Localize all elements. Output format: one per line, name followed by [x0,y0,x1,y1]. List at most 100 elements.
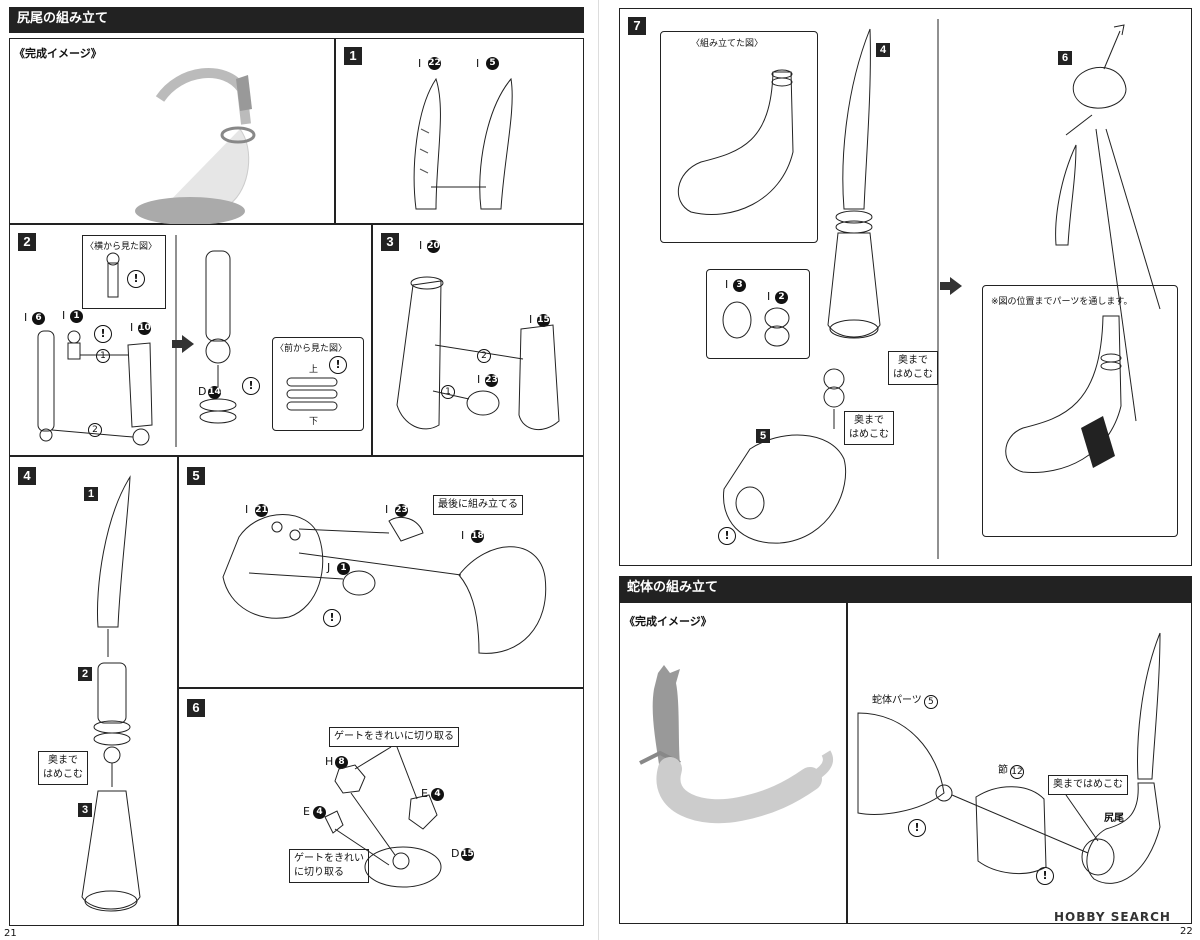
left-page: 尻尾の組み立て 《完成イメージ》 1 I 22 I 5 2 〈横から見た図〉 ! [0,0,596,940]
step4-drawing [81,475,141,912]
step-1-badge: 1 [344,47,362,65]
parts-i3-i2-drawing [722,301,790,347]
caution-icon: ! [908,819,926,837]
page-number-left: 21 [4,928,17,939]
step4-panel: 4 1 2 3 奥まで はめこむ [9,456,178,926]
step-6-ref-badge: 6 [1058,51,1072,65]
step-7-badge: 7 [628,17,646,35]
part-i1-label: I [62,309,66,322]
proceed-arrow [940,277,962,295]
step-2-badge: 2 [18,233,36,251]
push-in-callout: 奥まで はめこむ [38,751,88,785]
caution-icon: ! [1036,867,1054,885]
part-j1-label: J [327,561,331,574]
step5-drawing [222,514,547,654]
part-i18-number: 18 [471,530,484,543]
bottom-label: 下 [309,417,319,427]
caution-icon: ! [94,325,112,343]
part-i2-number: 2 [775,291,788,304]
part-i6-label: I [24,311,28,324]
step-3-badge: 3 [381,233,399,251]
side-view-box: 〈横から見た図〉 ! [82,235,166,309]
step3-parts-drawing [396,276,560,430]
caution-icon: ! [127,270,145,288]
part-i5-label: I [476,57,480,70]
tail-with-ring-drawing [1005,315,1122,473]
step-4-ref-badge: 4 [876,43,890,57]
assembled-view-box: 〈組み立てた図〉 [660,31,818,243]
part-e4-label: E [303,805,310,818]
page-gutter [598,0,599,940]
complete-image-panel: 《完成イメージ》 [9,38,335,225]
side-view-label: 〈横から見た図〉 [85,242,158,252]
part-i20-number: 20 [427,240,440,253]
step-5-badge: 5 [187,467,205,485]
part-i21-label: I [245,503,249,516]
part-i21-number: 21 [255,504,268,517]
front-view-label: 〈前から見た図〉 [275,344,348,354]
step-4-badge: 4 [18,467,36,485]
part-i10-label: I [130,321,134,334]
parts-i3-i2-box: I 3 I 2 [706,269,810,359]
step2-panel: 2 〈横から見た図〉 ! I 6 I 1 ! I 10 1 2 [9,224,372,456]
caution-icon: ! [329,356,347,374]
part-i2-label: I [767,290,771,303]
assembled-tail-drawing [677,69,794,215]
part-d15-label: D [451,847,460,860]
part-e4-label: E [421,787,428,800]
part-j1-number: 1 [337,562,350,575]
pass-position-note: ※図の位置までパーツを通します。 [991,297,1133,307]
caution-icon: ! [718,527,736,545]
top-label: 上 [309,365,319,375]
complete-image-label: 《完成イメージ》 [14,47,102,60]
part-i22-label: I [418,57,422,70]
part-i3-label: I [725,278,729,291]
tail-photo [135,68,256,225]
part-e4-number: 4 [431,788,444,801]
page-number-right: 22 [1180,926,1193,937]
sub-2-badge: 2 [78,667,92,681]
front-view-box: 〈前から見た図〉 上 ! 下 [272,337,364,431]
part-i6-number: 6 [32,312,45,325]
assembled-view-label: 〈組み立てた図〉 [691,39,764,49]
caution-icon: ! [242,377,260,395]
cut-gate-callout-top: ゲートをきれいに切り取る [329,727,459,747]
part-h8-number: 8 [335,756,348,769]
sub-3-badge: 3 [78,803,92,817]
part-i23-number: 23 [395,504,408,517]
proceed-arrow [172,335,194,353]
step-5-ref-badge: 5 [756,429,770,443]
push-in-callout-1: 奥まで はめこむ [888,351,938,385]
part-h8-label: H [325,755,334,768]
snake-complete-image-panel: 《完成イメージ》 [619,602,847,924]
snake-joint-drawing [857,632,1161,884]
step-6-badge: 6 [187,699,205,717]
part-i22-number: 22 [428,57,441,70]
part-i23-label: I [477,373,481,386]
sub-1-badge: 1 [84,487,98,501]
step6-drawing [324,746,442,888]
step5-panel: 5 I 21 I 23 最後に組み立てる I 18 J 1 ! [178,456,584,688]
right-page: 7 〈組み立てた図〉 4 I 3 I 2 [602,0,1200,940]
step6-panel: 6 ゲートをきれいに切り取る H 8 E 4 E 4 ゲートをきれい に切り取る… [178,688,584,926]
order-1-marker: 1 [96,349,110,363]
snake-body-assembly-header: 蛇体の組み立て [619,576,1192,602]
part-i23-number: 23 [485,374,498,387]
horn-parts-drawing [413,77,513,210]
caution-icon: ! [323,609,341,627]
front-view-drawing [286,377,338,411]
part-i5-number: 5 [486,57,499,70]
pass-position-box: ※図の位置までパーツを通します。 [982,285,1178,537]
push-all-in-callout: 奥まではめこむ [1048,775,1128,795]
part-i1-number: 1 [70,310,83,323]
step3-panel: 3 I 20 I 15 I 23 2 1 [372,224,584,456]
step7-tail-drawing [723,19,939,559]
cut-gate-callout-bottom: ゲートをきれい に切り取る [289,849,369,883]
part-i3-number: 3 [733,279,746,292]
step1-panel: 1 I 22 I 5 [335,38,584,224]
tail-label: 尻尾 [1104,813,1124,824]
snake-figure-photo [639,665,833,824]
